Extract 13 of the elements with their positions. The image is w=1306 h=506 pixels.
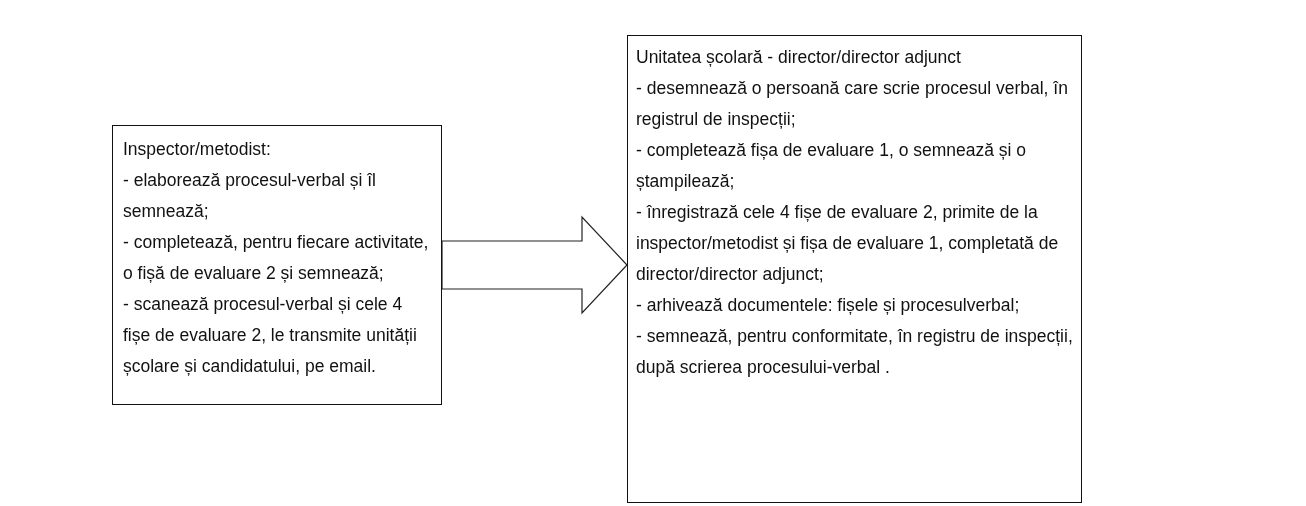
block-arrow — [441, 215, 628, 315]
list-item: - completează fișa de evaluare 1, o semnează și o ștampilează; — [636, 139, 1028, 193]
text-box — [112, 125, 442, 405]
list-item: - semnează, pentru conformitate, în registru de inspecții, după scrierea procesului-verbal . — [636, 325, 1073, 379]
list-item: - elaborează procesul-verbal și îl semnează; — [123, 169, 377, 223]
list-item: - completează, pentru fiecare activitate, o fișă de evaluare 2 și semnează; — [123, 231, 430, 285]
box-heading: Inspector/metodist: — [123, 138, 272, 161]
text-box — [627, 35, 1082, 503]
list-item: - înregistrază cele 4 fișe de evaluare 2, primite de la inspector/metodist și fișa de evaluare 1, completată de director/director adjunct; — [636, 201, 1060, 286]
list-item: - scanează procesul-verbal și cele 4 fișe de evaluare 2, le transmite unității școlare și candidatului, pe email. — [123, 293, 418, 378]
list-item: - desemnează o persoană care scrie procesul verbal, în registrul de inspecții; — [636, 77, 1069, 131]
list-item: - arhivează documentele: fișele și procesulverbal; — [636, 294, 1021, 317]
box-heading: Unitatea școlară - director/director adjunct — [636, 46, 962, 69]
